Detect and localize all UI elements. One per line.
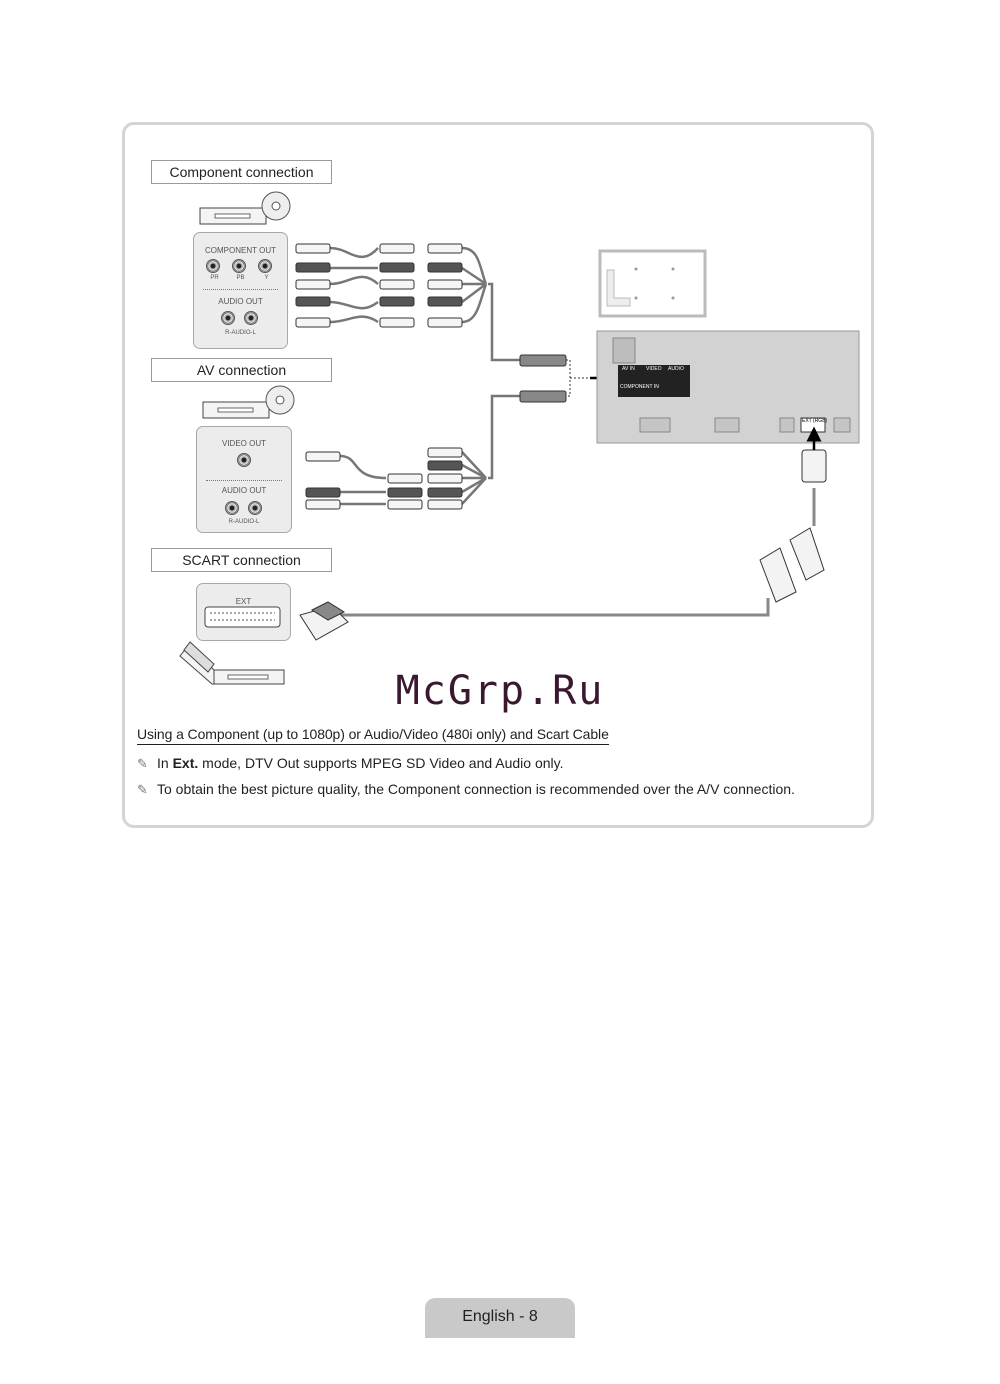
- component-audio-title: AUDIO OUT: [218, 297, 263, 306]
- note-2: ✎ To obtain the best picture quality, the…: [137, 781, 795, 798]
- panel-divider: [203, 289, 278, 290]
- audio-l-jack-icon: [248, 501, 262, 515]
- note-pen-icon: ✎: [137, 782, 148, 797]
- note-1-bold: Ext.: [172, 755, 199, 771]
- audio-r-jack-icon: [221, 311, 235, 325]
- note-1-text: mode, DTV Out supports MPEG SD Video and…: [198, 755, 564, 771]
- rca-plug-icon: [295, 243, 567, 510]
- ext-rgb-label: EXT (RGB): [802, 418, 828, 424]
- component-out-panel: COMPONENT OUT PR PB Y AUDIO OUT R-AUDIO-…: [193, 232, 288, 349]
- av-audio-sub: R-AUDIO-L: [228, 519, 260, 525]
- dvd-player-icon: [199, 191, 291, 225]
- note-1-prefix: In: [157, 755, 173, 771]
- scart-cable: [299, 426, 827, 641]
- pr-label: PR: [210, 275, 219, 281]
- pr-jack-icon: [206, 259, 220, 273]
- scart-connection-label: SCART connection: [151, 548, 332, 572]
- audio-label: AUDIO: [668, 366, 684, 372]
- pb-jack-icon: [232, 259, 246, 273]
- component-connection-label: Component connection: [151, 160, 332, 184]
- note-pen-icon: ✎: [137, 756, 148, 771]
- y-label: Y: [264, 275, 269, 281]
- section-heading: Using a Component (up to 1080p) or Audio…: [137, 726, 609, 745]
- component-audio-sub: R-AUDIO-L: [225, 330, 256, 336]
- audio-r-jack-icon: [225, 501, 239, 515]
- tv-rear-panel: [596, 330, 860, 444]
- pb-label: PB: [236, 275, 245, 281]
- component-in-label: COMPONENT IN: [620, 384, 659, 390]
- audio-l-jack-icon: [244, 311, 258, 325]
- av-cables: [339, 394, 520, 506]
- component-out-title: COMPONENT OUT: [205, 246, 276, 255]
- av-in-label: AV IN: [622, 366, 635, 372]
- note-1: ✎ In Ext. mode, DTV Out supports MPEG SD …: [137, 755, 564, 772]
- panel-divider: [206, 480, 282, 481]
- av-out-panel: VIDEO OUT AUDIO OUT R-AUDIO-L: [196, 426, 292, 533]
- video-out-title: VIDEO OUT: [221, 439, 266, 448]
- note-2-text: To obtain the best picture quality, the …: [157, 781, 795, 797]
- video-label: VIDEO: [646, 366, 662, 372]
- ext-title: EXT: [235, 597, 252, 606]
- av-connection-label: AV connection: [151, 358, 332, 382]
- content-frame: [122, 122, 874, 828]
- dvd-player-icon: [202, 385, 295, 419]
- av-audio-title: AUDIO OUT: [221, 486, 267, 495]
- y-jack-icon: [258, 259, 272, 273]
- video-jack-icon: [237, 453, 251, 467]
- watermark: McGrp.Ru: [395, 668, 605, 714]
- tv-back-icon: [598, 249, 707, 318]
- page-number-tab: English - 8: [425, 1298, 575, 1338]
- component-cables: [329, 246, 520, 362]
- vcr-device-icon: [179, 641, 285, 685]
